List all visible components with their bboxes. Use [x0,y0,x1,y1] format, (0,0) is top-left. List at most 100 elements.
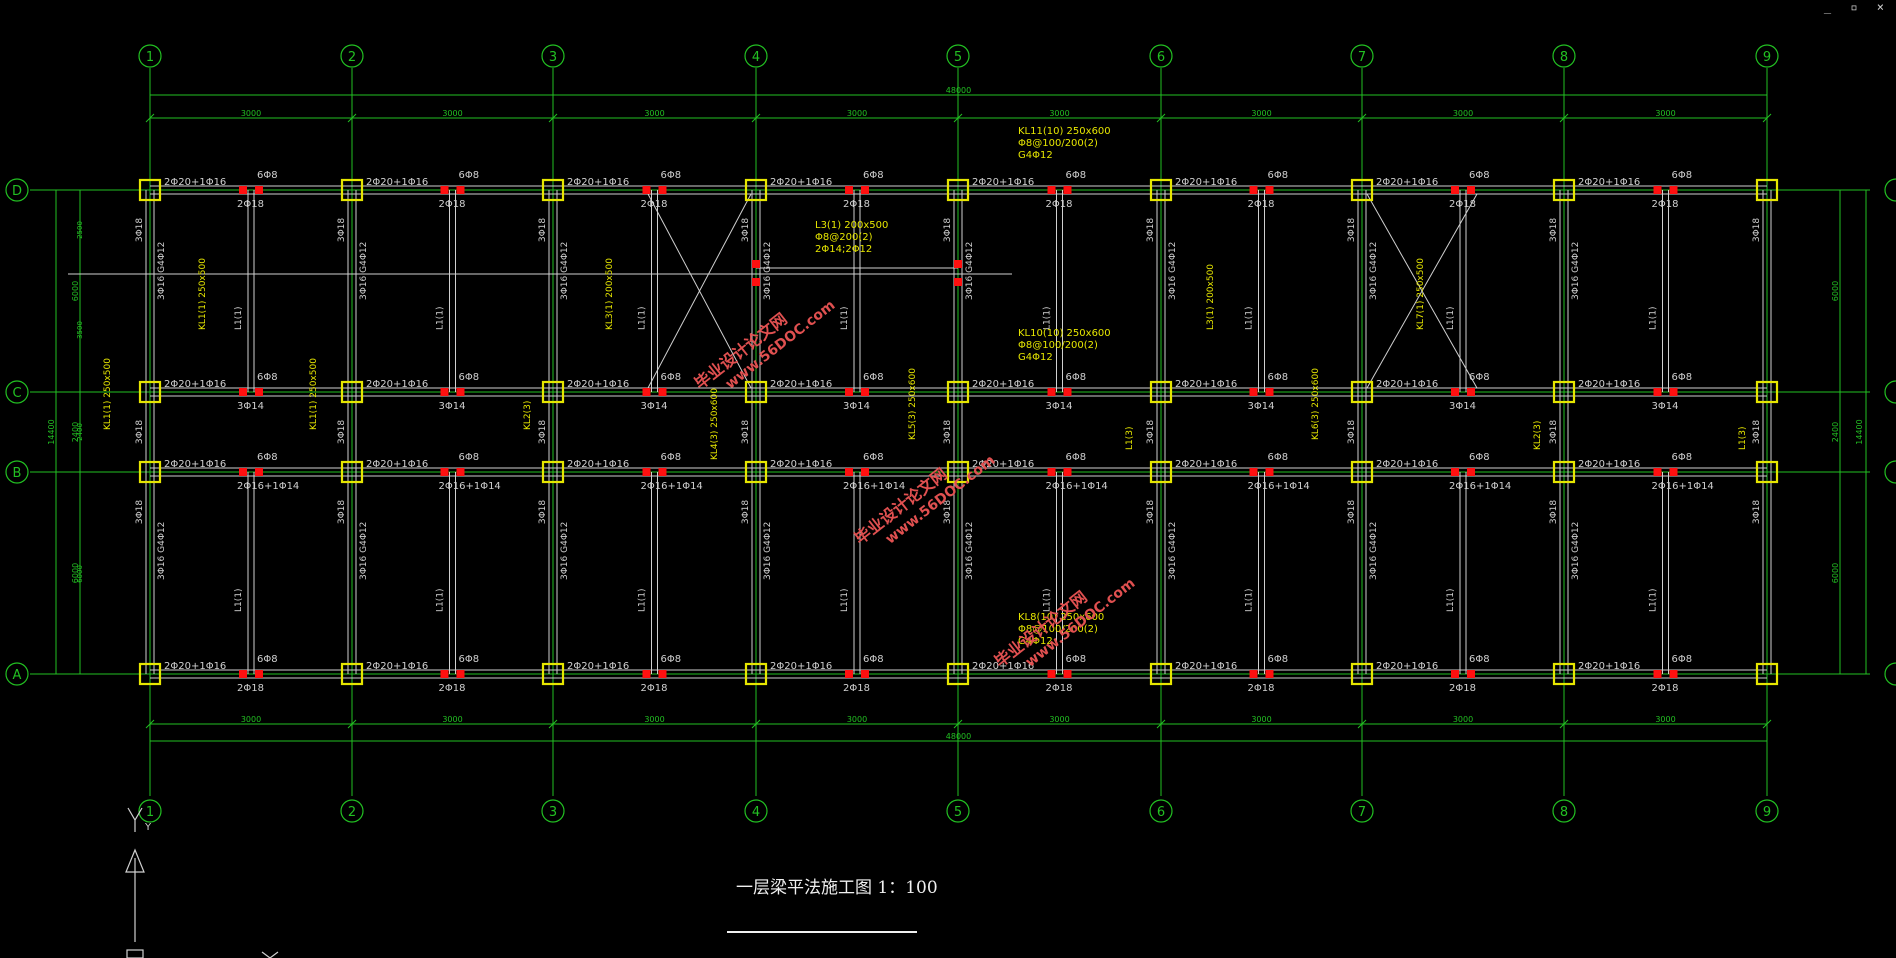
beam-note: 3Φ18 [1549,218,1559,243]
beam-note: 2Φ20+1Φ16 [1376,379,1438,390]
dim-span-text: 3000 [1049,109,1069,118]
axis-bubble-B [5,460,29,484]
beam-note: 3Φ18 [1549,500,1559,525]
hanger-marker [1467,186,1475,194]
beam-span-label-vertical: L3(1) 200x500 [1206,264,1216,330]
beam-note: 3Φ14 [641,401,668,412]
beam-note: 2Φ16+1Φ14 [1248,481,1310,492]
beam-note: 2Φ20+1Φ16 [366,379,428,390]
column [946,460,970,484]
beam-note: 3Φ18 [943,500,953,525]
axis-bubble-right-D [1884,178,1896,202]
beam-note: 6Φ8 [863,452,884,463]
hanger-marker [440,468,449,476]
hanger-marker [1063,186,1072,194]
beam-note: 2Φ18 [843,199,870,210]
hanger-marker [1047,186,1056,194]
beam-note: 3Φ18 [1347,500,1357,525]
column [138,178,162,202]
axis-label-2: 2 [348,805,356,820]
beam-label: L1(1) [840,589,850,613]
axis-bubble-4-top [744,44,768,68]
ucs-arrow-y [125,848,145,873]
beam-note: 6Φ8 [1268,654,1289,665]
beam-note: 3Φ18 [1347,218,1357,243]
beam-note: 2Φ20+1Φ16 [1578,459,1640,470]
axis-bubble-2-bottom [340,799,364,823]
beam-note: 3Φ16 G4Φ12 [560,522,570,580]
hanger-marker [1047,468,1056,476]
hanger-marker [1669,388,1678,396]
column [1149,178,1173,202]
hanger-marker [440,388,449,396]
beam-note: 3Φ16 G4Φ12 [1571,522,1581,580]
dim-sub-text: 2500 [76,221,84,239]
dim-span-text: 3000 [644,715,664,724]
beam-note: 2Φ20+1Φ16 [972,379,1034,390]
axis-label-4: 4 [752,805,760,820]
hanger-marker [658,186,667,194]
beam-note: 6Φ8 [863,170,884,181]
column [541,460,565,484]
beam-note: 3Φ14 [439,401,466,412]
axis-label-4: 4 [752,50,760,65]
hanger-marker [1467,388,1475,396]
beam-span-label-vertical: KL1(1) 250x500 [198,258,208,330]
beam-note: 3Φ16 G4Φ12 [560,242,570,300]
axis-label-C: C [12,386,21,401]
beam-note: 6Φ8 [1066,170,1087,181]
hanger-marker [456,468,465,476]
hanger-marker [658,388,667,396]
hanger-marker [861,670,869,678]
hanger-marker [1249,186,1258,194]
axis-label-1: 1 [146,50,154,65]
column [541,662,565,686]
beam-note: 6Φ8 [1469,452,1490,463]
beam-note: 3Φ18 [135,218,145,243]
beam-note: 3Φ16 G4Φ12 [157,522,167,580]
beam-label: L1(1) [1446,589,1456,613]
column [1149,460,1173,484]
beam-note: 3Φ18 [337,218,347,243]
column [1350,662,1374,686]
beam-note: 6Φ8 [863,654,884,665]
beam-label: L1(1) [1043,307,1053,331]
beam-note: 6Φ8 [1672,654,1693,665]
ucs-y-glyph [127,807,143,832]
beam-note: 3Φ18 [741,500,751,525]
hanger-marker [1467,468,1475,476]
beam-note: 3Φ16 G4Φ12 [965,522,975,580]
beam-note: 3Φ16 G4Φ12 [1571,242,1581,300]
dim-span-text: 3000 [1655,109,1675,118]
dim-span-text: 3000 [1655,715,1675,724]
beam-label: L1(1) [436,307,446,331]
axis-bubble-right-B [1884,460,1896,484]
column [1552,460,1576,484]
axis-bubble-4-bottom [744,799,768,823]
dim-span-text: 3000 [644,109,664,118]
beam-note: 2Φ20+1Φ16 [1376,459,1438,470]
beam-span-label: KL10(10) 250x600 [1018,328,1111,339]
beam-note: 3Φ14 [1652,401,1679,412]
hanger-marker [845,468,853,476]
hanger-marker [440,186,449,194]
axis-label-8: 8 [1560,805,1568,820]
dim-span-text: 3000 [241,715,261,724]
column [340,662,364,686]
axis-bubble-6-bottom [1149,799,1173,823]
window-controls[interactable]: _ ▫ × [1823,0,1890,14]
beam-note: 2Φ18 [641,199,668,210]
dim-span-text: 3000 [1251,715,1271,724]
axis-bubble-1-bottom [138,799,162,823]
beam-note: 6Φ8 [661,170,682,181]
hanger-marker [861,186,869,194]
hanger-marker [845,388,853,396]
beam-span-label: G4Φ12 [1018,636,1053,647]
hanger-marker [1063,468,1072,476]
dim-sub-text: 3500 [76,321,84,339]
axis-label-D: D [12,184,22,199]
beam-note: 3Φ14 [1046,401,1073,412]
beam-note: 2Φ20+1Φ16 [770,177,832,188]
beam-label: L1(1) [436,589,446,613]
